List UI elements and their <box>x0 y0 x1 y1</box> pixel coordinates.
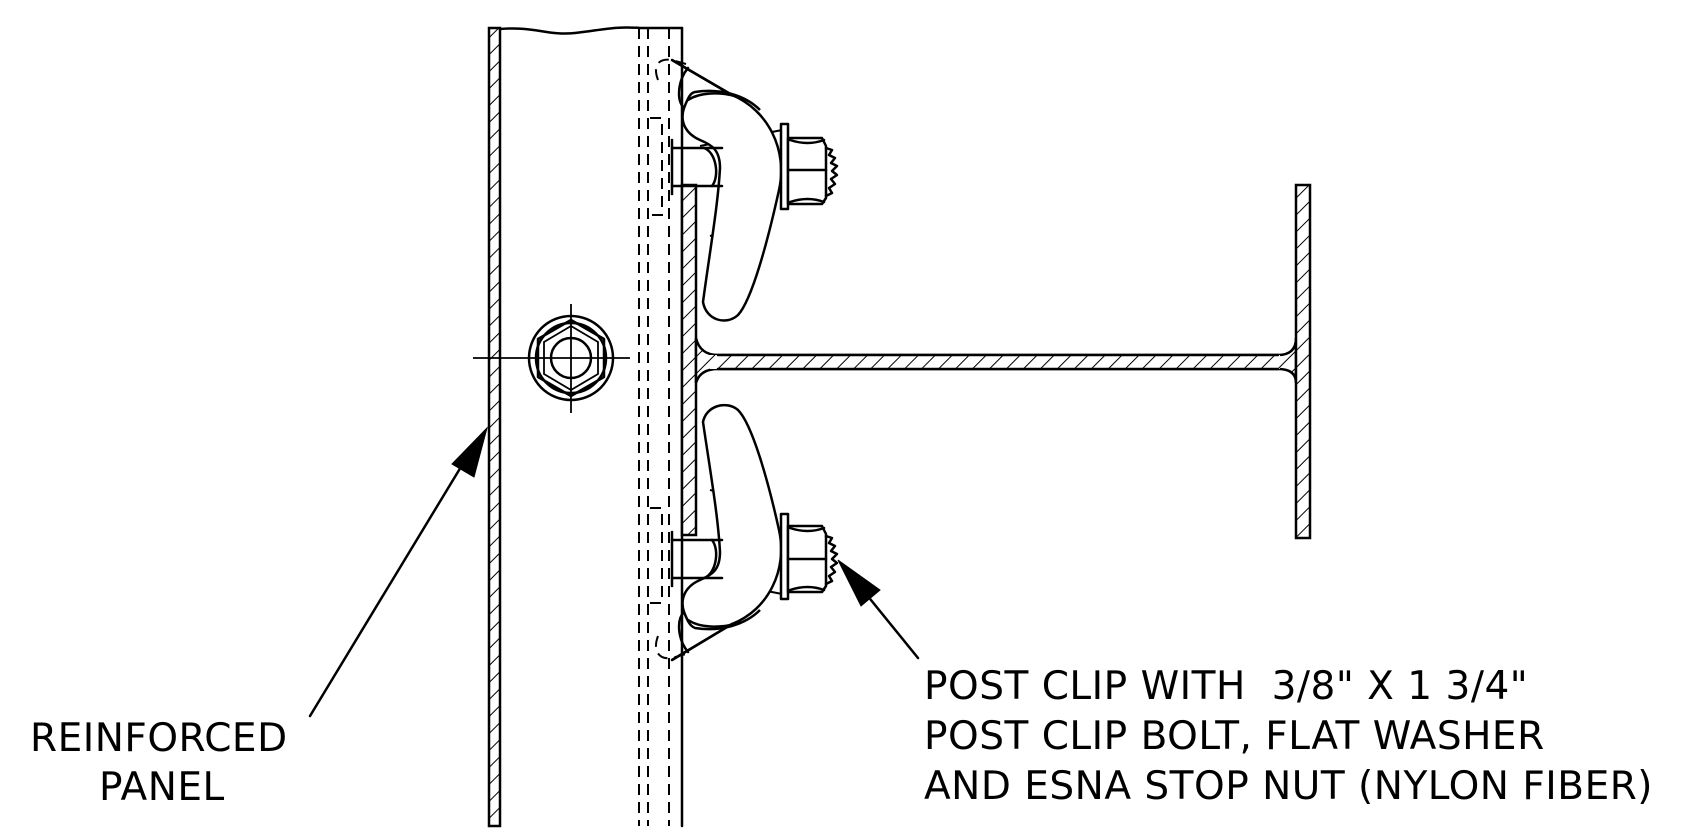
label-reinforced-panel-line1: REINFORCED <box>30 716 288 761</box>
panel-leader-arrow <box>308 426 488 718</box>
panel-break-line <box>498 26 684 35</box>
lower-post-clip <box>650 403 839 662</box>
label-post-clip-line2: POST CLIP BOLT, FLAT WASHER <box>924 714 1545 759</box>
arrowhead-icon <box>451 426 488 478</box>
label-post-clip-line1: POST CLIP WITH 3/8" X 1 3/4" <box>924 664 1528 709</box>
post-right-flange <box>1294 183 1312 540</box>
panel-left-skin <box>487 26 502 828</box>
clip-leader-arrow <box>837 559 920 660</box>
label-reinforced-panel-line2: PANEL <box>99 765 225 810</box>
panel-bolt-hex-icon <box>473 304 630 413</box>
arrowhead-icon <box>837 559 881 607</box>
upper-post-clip <box>650 58 839 322</box>
i-beam-post <box>680 183 1312 540</box>
post-left-flange <box>680 183 698 537</box>
label-post-clip-line3: AND ESNA STOP NUT (NYLON FIBER) <box>924 764 1653 809</box>
reinforced-panel <box>487 26 684 828</box>
